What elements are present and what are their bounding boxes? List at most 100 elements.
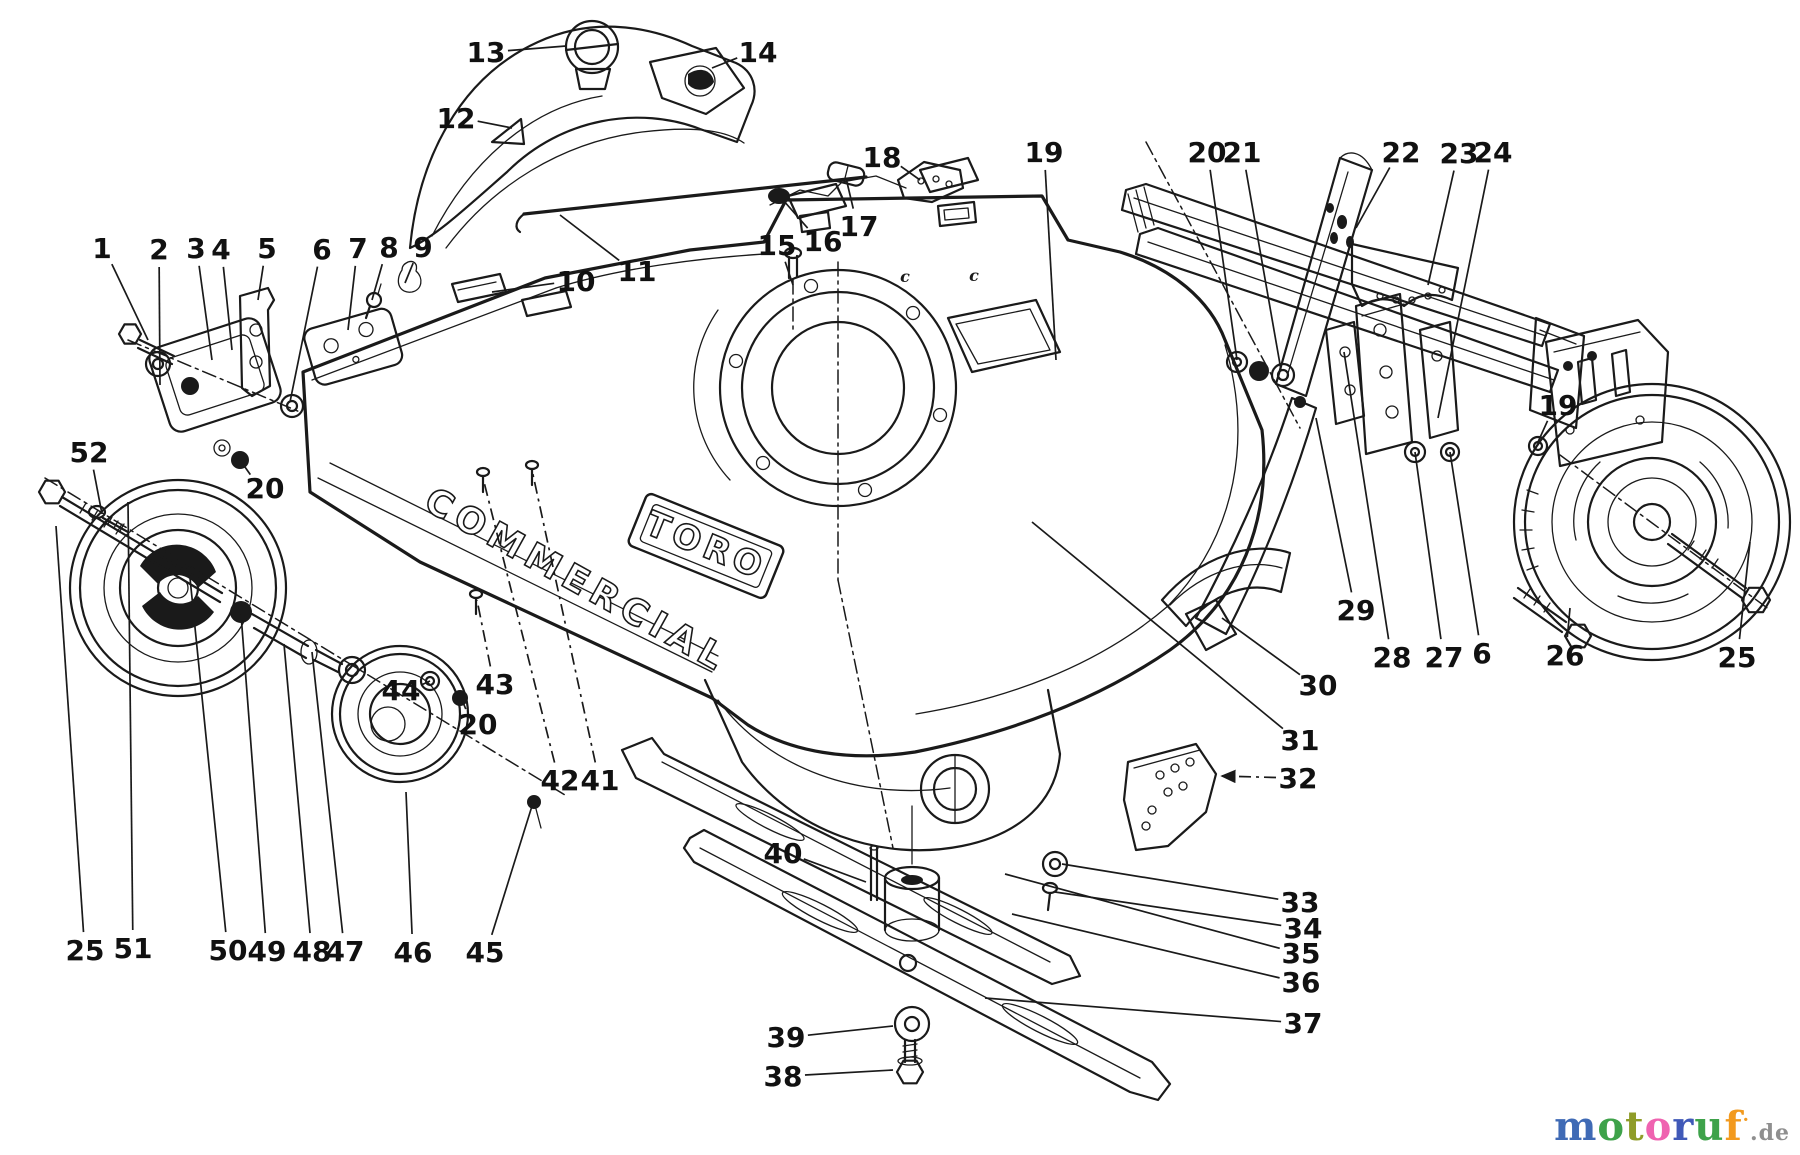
side-plate <box>303 307 404 386</box>
watermark-letter: r <box>1672 1103 1695 1150</box>
callout-number-31: 31 <box>1281 724 1320 757</box>
leader-line-35 <box>1004 873 1280 950</box>
hinge-plate <box>1418 320 1460 440</box>
callout-number-36: 36 <box>1282 966 1321 999</box>
callout-number-39: 39 <box>767 1021 806 1054</box>
watermark-letter: o <box>1597 1103 1626 1150</box>
tire-outer <box>1512 382 1792 662</box>
callout-number-20: 20 <box>459 708 498 741</box>
watermark-word: motoruf <box>1554 1103 1743 1150</box>
watermark-letter: f <box>1724 1103 1743 1150</box>
lock-nut <box>181 377 199 395</box>
leader-line-6 <box>289 266 319 403</box>
leader-line-19 <box>1537 420 1549 443</box>
callout-number-43: 43 <box>476 668 515 701</box>
cover-screw <box>527 795 541 809</box>
leader-line-8 <box>371 263 384 301</box>
spacer <box>1439 441 1461 463</box>
support-bracket <box>1122 742 1218 852</box>
hook-pin <box>397 260 422 293</box>
blade-assembly <box>620 736 1172 1102</box>
hinge-plate <box>1354 292 1414 456</box>
callout-number-8: 8 <box>379 231 398 264</box>
deck-housing <box>301 194 1292 852</box>
washer <box>1527 435 1549 457</box>
callout-number-14: 14 <box>739 36 778 69</box>
callout-number-9: 9 <box>413 231 432 264</box>
leader-line-51 <box>127 501 134 931</box>
leader-line-4 <box>222 266 233 351</box>
leader-line-46 <box>405 791 413 935</box>
wheel-nut <box>452 690 468 706</box>
small-washer <box>419 670 441 692</box>
callout-number-40: 40 <box>764 837 803 870</box>
watermark-logo[interactable]: motoruf·.de <box>1554 1107 1790 1147</box>
callout-number-42: 42 <box>541 764 580 797</box>
leader-line-19 <box>1044 169 1057 361</box>
watermark-dot: · <box>1742 1109 1750 1131</box>
leader-line-9 <box>404 262 414 284</box>
callout-number-12: 12 <box>437 102 476 135</box>
callout-number-41: 41 <box>581 764 620 797</box>
callout-number-49: 49 <box>248 935 287 968</box>
drawing-parts <box>37 19 1792 1102</box>
callout-number-23: 23 <box>1440 137 1479 170</box>
callout-number-29: 29 <box>1337 594 1376 627</box>
leader-line-22 <box>1355 167 1391 229</box>
callout-number-3: 3 <box>186 232 205 265</box>
leader-line-7 <box>347 265 357 331</box>
callout-number-17: 17 <box>840 210 879 243</box>
leader-line-15 <box>784 261 794 286</box>
right-wheel <box>1512 382 1792 662</box>
callout-number-13: 13 <box>467 36 506 69</box>
screw-head <box>87 504 107 520</box>
leader-line-13 <box>507 45 567 52</box>
height-adjuster-bracket <box>1544 318 1670 468</box>
callout-number-32: 32 <box>1279 762 1318 795</box>
front-cover <box>408 19 756 250</box>
callout-number-34: 34 <box>1284 912 1323 945</box>
leader-line-39 <box>807 1025 894 1037</box>
leader-line-30 <box>1221 617 1301 676</box>
callout-number-37: 37 <box>1284 1007 1323 1040</box>
callout-number-6: 6 <box>312 233 331 266</box>
cast-mark: c <box>900 267 910 286</box>
callout-number-44: 44 <box>382 674 421 707</box>
leader-line-33 <box>1061 863 1279 901</box>
leader-line-6 <box>1449 451 1480 636</box>
leader-line-5 <box>257 265 265 301</box>
callout-number-33: 33 <box>1281 886 1320 919</box>
leader-line-16 <box>782 199 809 229</box>
frame-rail <box>1120 182 1552 348</box>
leader-line-29 <box>1315 417 1353 593</box>
leader-line-45 <box>490 805 533 936</box>
cast-mark: c <box>969 266 979 285</box>
callout-number-5: 5 <box>257 232 276 265</box>
leader-line-25 <box>1738 541 1751 640</box>
small-wheel-cover <box>330 459 542 829</box>
leader-line-31 <box>1031 521 1284 730</box>
leader-line-10 <box>491 282 555 293</box>
callout-number-46: 46 <box>394 936 433 969</box>
leader-line-32 <box>1220 769 1277 784</box>
leader-line-49 <box>240 613 267 934</box>
callout-number-52: 52 <box>70 436 109 469</box>
leader-line-40 <box>803 858 867 883</box>
cover-decal <box>648 46 746 116</box>
leader-line-43 <box>476 599 492 667</box>
leader-line-2 <box>158 266 161 386</box>
callout-number-22: 22 <box>1382 136 1421 169</box>
callout-number-24: 24 <box>1474 136 1513 169</box>
left-bracket-assembly <box>117 260 422 469</box>
callout-number-19: 19 <box>1539 389 1578 422</box>
callout-number-19: 19 <box>1025 136 1064 169</box>
leader-line-42 <box>482 477 556 763</box>
callout-number-26: 26 <box>1546 639 1585 672</box>
leader-line-48 <box>283 643 311 934</box>
callout-number-2: 2 <box>149 233 168 266</box>
mount-bracket <box>148 317 282 433</box>
leader-line-24 <box>1437 169 1490 419</box>
